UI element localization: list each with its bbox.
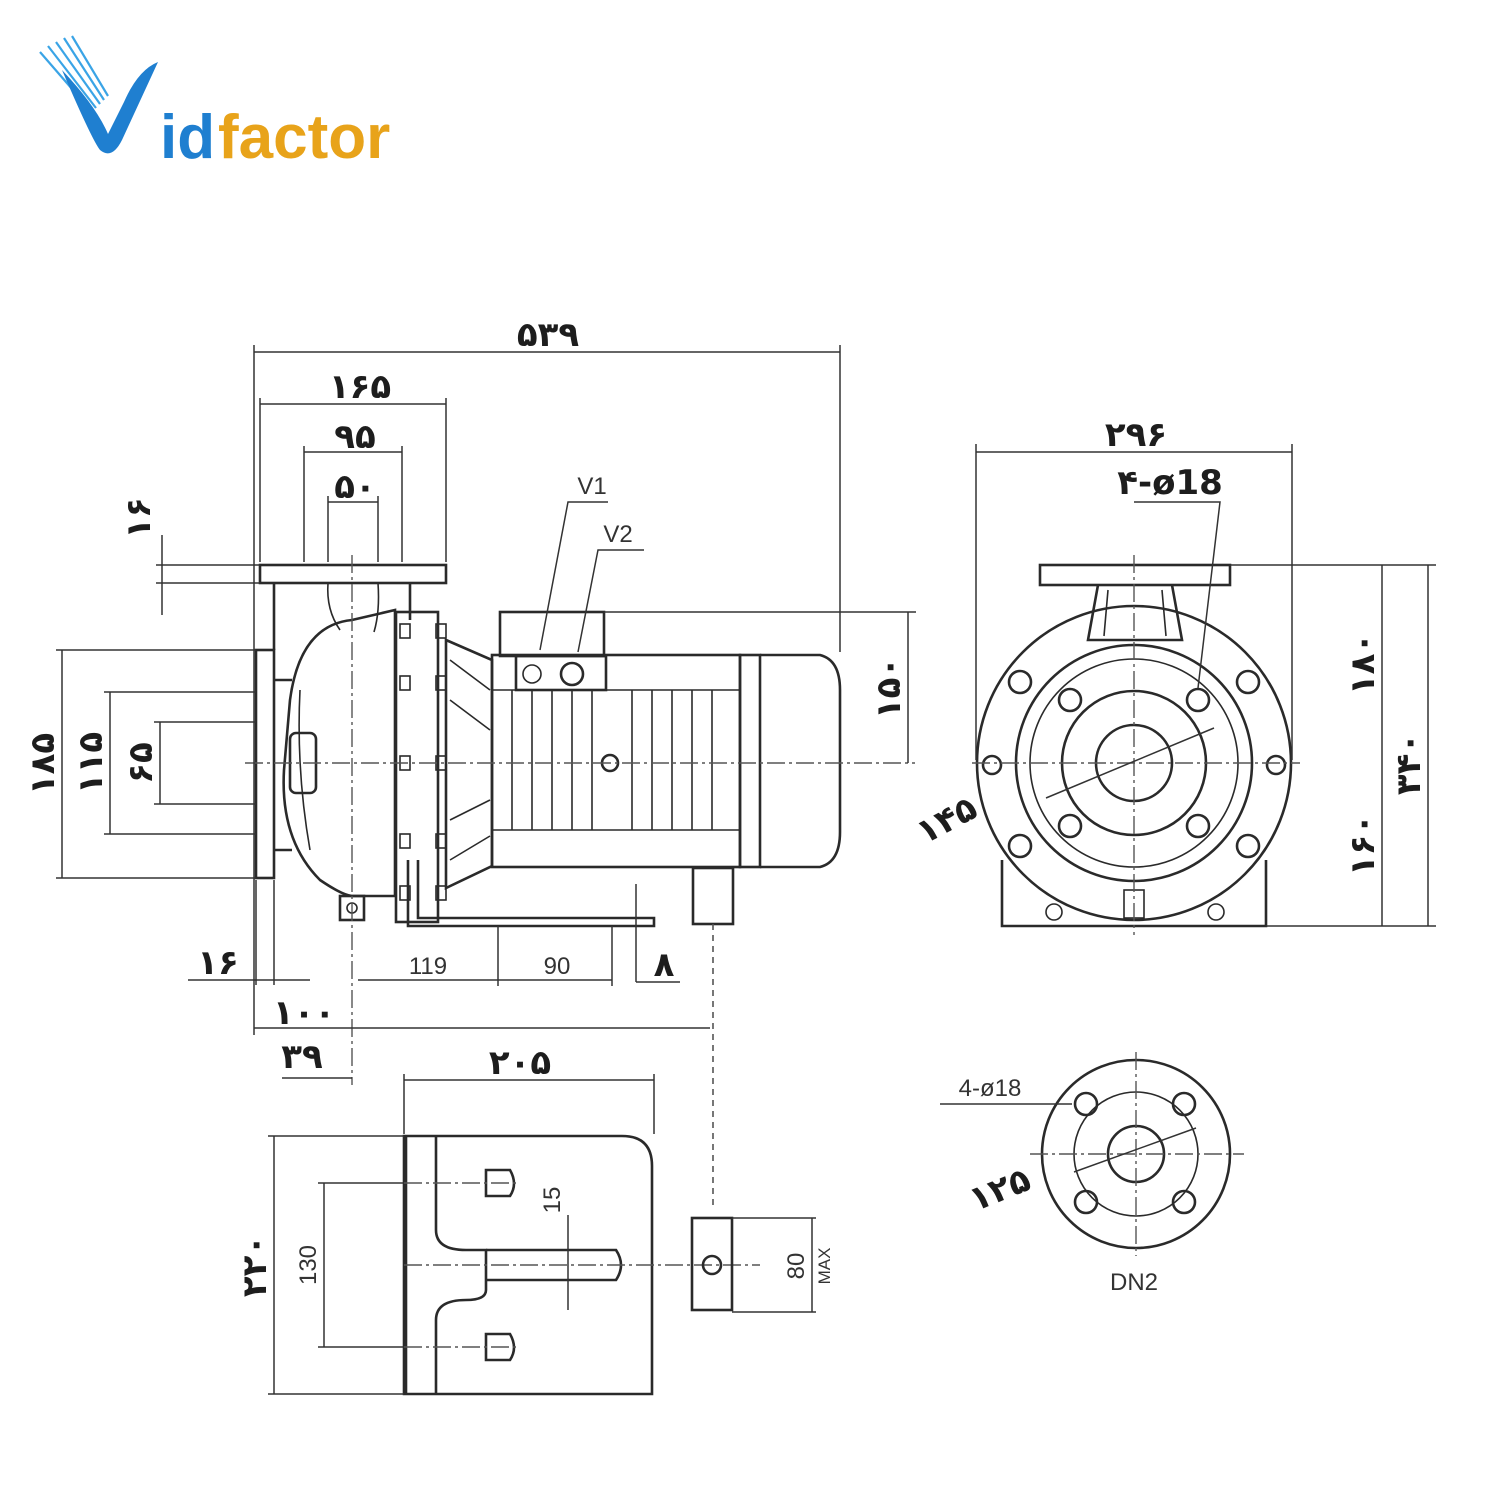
label-height-center: ۱۵۰ [869, 657, 909, 719]
label-flange-thickness: ۱۶ [119, 497, 159, 539]
side-neck-ribs [1103, 589, 1167, 637]
suction-flange [254, 648, 276, 880]
label-drain-max: 80 [783, 1253, 810, 1280]
label-max: MAX [815, 1248, 834, 1285]
label-side-top-height: ۱۸۰ [1343, 633, 1383, 695]
plan-view: ۲۰۵ ۲۲۰ 130 15 80 MAX [235, 1043, 834, 1396]
side-base-bolts-icon [1045, 889, 1225, 921]
side-bolt-icons [981, 669, 1287, 859]
leader-v1 [539, 501, 608, 651]
label-foot-b: 90 [544, 953, 571, 980]
casing-bolt-flange [394, 610, 440, 924]
label-offset-39: ۳۹ [281, 1037, 323, 1077]
label-plan-length: ۲۰۵ [489, 1043, 551, 1083]
label-vent-2: V2 [603, 521, 632, 548]
drain-leg [690, 1216, 734, 1312]
label-suction-bolt: ۱۱۵ [71, 732, 111, 794]
volute-inner [298, 689, 311, 851]
drain-leg-bolt-icon [701, 1254, 723, 1276]
side-discharge-neck [1086, 584, 1184, 642]
label-side-total-height: ۳۴۰ [1389, 733, 1429, 795]
label-vent-1: V1 [577, 473, 606, 500]
label-plan-width: ۲۲۰ [235, 1235, 275, 1297]
front-view: ۵۳۹ ۱۶۵ ۹۵ ۵۰ ۱۶ ۱۸۵ ۱۱۵ ۶۵ [23, 315, 916, 1210]
leader-v2 [577, 549, 644, 653]
fan-cover [760, 653, 842, 869]
motor-body [490, 653, 742, 869]
label-flange-bore: ۵۰ [334, 467, 376, 507]
base-plate-outline [402, 1134, 654, 1396]
base-foot [406, 860, 656, 928]
motor-support-leg [691, 866, 735, 926]
label-suction-thickness: ۱۶ [197, 943, 239, 983]
label-flange-bolt: ۹۵ [334, 417, 376, 457]
vidfactor-logo: id factor [39, 35, 390, 172]
detail-bolt-icons [1073, 1091, 1197, 1215]
label-slot-width: 15 [539, 1187, 566, 1214]
label-detail-pcd: ۱۲۵ [964, 1160, 1037, 1220]
label-slot-pitch: 130 [295, 1245, 322, 1285]
side-view: ۲۹۶ ۴-ø18 ۱۸۰ ۱۶۰ ۳۴۰ ۱۴۵ [910, 415, 1436, 935]
discharge-neck [272, 583, 412, 650]
label-flange-detail: DN2 [1110, 1269, 1158, 1296]
label-flange-outer: ۱۶۵ [329, 367, 391, 407]
label-side-width: ۲۹۶ [1105, 415, 1167, 455]
discharge-bore-lines [326, 582, 380, 633]
leader-side-bolts [1134, 501, 1221, 689]
side-top-flange [1038, 563, 1232, 587]
logo-text-factor: factor [218, 103, 390, 172]
label-overall-length: ۵۳۹ [517, 315, 580, 355]
label-suction-outer: ۱۸۵ [23, 733, 63, 795]
terminal-box [498, 610, 606, 658]
discharge-flange [258, 563, 448, 585]
label-suction-bore: ۶۵ [121, 742, 161, 784]
label-offset-100: ۱۰۰ [273, 993, 335, 1033]
logo-v-mark [62, 62, 158, 154]
label-side-bottom-height: ۱۶۰ [1343, 814, 1383, 876]
terminal-box-base [514, 654, 608, 692]
label-foot-height: ۸ [654, 945, 675, 985]
vent-v2-icon [559, 661, 585, 687]
flange-detail: 4-ø18 ۱۲۵ DN2 [940, 1052, 1244, 1296]
side-pcd-line [1045, 727, 1215, 799]
logo-text-id: id [160, 103, 215, 172]
fan-cover-ring [738, 653, 762, 869]
label-foot-a: 119 [409, 953, 447, 980]
lantern-ribs [449, 659, 491, 861]
lantern-adapter [444, 638, 494, 891]
detail-pcd-line [1073, 1127, 1197, 1173]
label-detail-bolts: 4-ø18 [959, 1075, 1022, 1102]
suction-neck [274, 678, 292, 852]
volute-casing [282, 608, 397, 898]
vent-v1-icon [522, 664, 542, 684]
wing-lines-icon [39, 35, 109, 113]
label-side-bolts: ۴-ø18 [1117, 463, 1223, 503]
label-side-pcd: ۱۴۵ [910, 788, 984, 853]
